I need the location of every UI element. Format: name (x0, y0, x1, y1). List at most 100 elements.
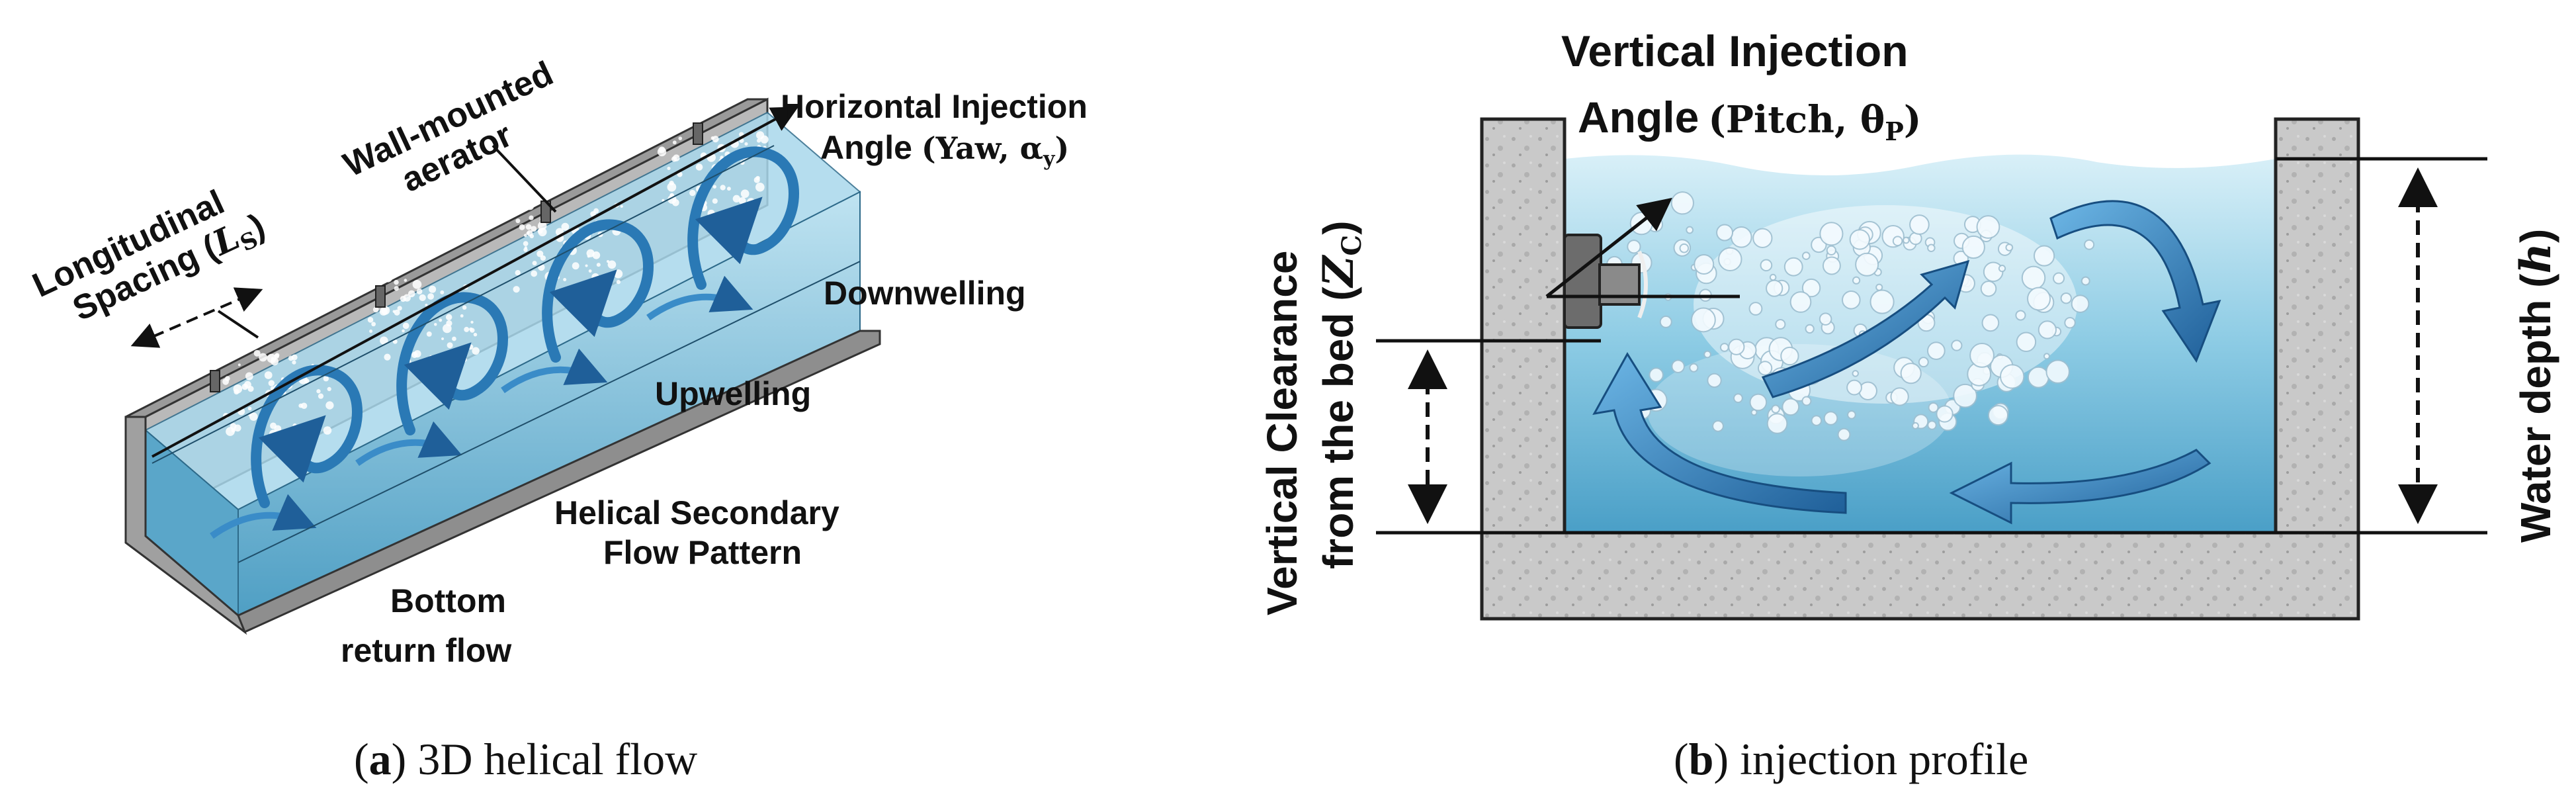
bubble (380, 336, 388, 345)
bubble (1733, 393, 1743, 404)
bubble (538, 227, 547, 237)
bubble (710, 136, 714, 140)
spacing-dim-arrow (130, 287, 263, 348)
bubble (232, 354, 236, 359)
bubble (269, 429, 278, 439)
helix-arrow (542, 219, 654, 363)
return-flow-arrow (355, 421, 462, 467)
bubble (394, 309, 400, 316)
bubble (2038, 320, 2057, 339)
bubble (587, 255, 591, 258)
bubble (515, 218, 521, 224)
bubble (1969, 343, 1995, 368)
bubble (1961, 235, 1985, 259)
bubble (523, 241, 529, 247)
bubble (460, 314, 464, 318)
bubble (429, 285, 437, 293)
bottom-return-label-1: Bottom (390, 582, 506, 619)
bubble (318, 393, 324, 399)
bubble (563, 278, 567, 282)
bubble (259, 353, 267, 362)
bubble (473, 332, 478, 337)
bubble (323, 376, 329, 382)
bubble (529, 215, 534, 220)
longitudinal-leader (217, 310, 259, 339)
bubble (732, 195, 741, 203)
bubble (1981, 314, 2000, 332)
bubble (234, 389, 239, 395)
bubble (588, 269, 592, 273)
bubble (384, 353, 391, 361)
bubble (437, 356, 446, 365)
bubble (1926, 341, 1946, 361)
bubble (372, 306, 379, 313)
caption-b: (b) injection profile (1674, 734, 2028, 784)
bubble (234, 424, 241, 432)
bubble (689, 189, 696, 197)
tank-left-wall (1480, 117, 1567, 535)
bubble (1936, 405, 1953, 423)
water-depth-label: Water depth (h) (2511, 229, 2561, 543)
bubble (2045, 359, 2070, 384)
bubble (1819, 222, 1844, 246)
bubble (1909, 214, 1930, 235)
bubble (1679, 243, 1690, 253)
bubble (537, 250, 544, 257)
vertical-angle-label-1: Vertical Injection (1561, 26, 1909, 75)
bubble (292, 423, 297, 428)
bubble (394, 279, 399, 285)
bubble (427, 293, 435, 300)
bubble (461, 357, 467, 363)
return-flow-arrow (210, 494, 317, 539)
bubble (756, 138, 761, 143)
bubble (426, 331, 432, 337)
bubble (525, 224, 532, 230)
aerator-nozzle (693, 122, 703, 145)
bottom-return-label-2: return flow (341, 632, 511, 669)
panel-b-tank (1480, 117, 2360, 621)
bubble (1748, 302, 1763, 316)
bubble (531, 226, 537, 232)
bubble (572, 262, 580, 270)
bubble (1712, 420, 1724, 432)
bubble (271, 357, 279, 366)
bubble (311, 421, 315, 425)
bubble (2081, 276, 2090, 286)
helix-arrow (687, 146, 799, 290)
bubble (439, 318, 443, 322)
bubble (2027, 287, 2051, 311)
bubble (384, 274, 392, 283)
bubble (1849, 229, 1871, 250)
bubble (408, 290, 415, 298)
bubble (1953, 383, 1977, 408)
tank-right-wall (2274, 117, 2360, 535)
tank-floor (1480, 531, 2360, 621)
bubble (1718, 247, 1742, 272)
bubble (1659, 315, 1672, 328)
bubble (1780, 346, 1799, 366)
bubble (1980, 280, 1997, 297)
left-upward-arrow (1592, 352, 1847, 514)
bubble (532, 261, 537, 266)
bubble (1852, 276, 1861, 285)
bubble (753, 177, 760, 183)
bubble (513, 286, 520, 293)
bubble (1927, 420, 1937, 430)
bubble (404, 279, 408, 282)
bubble (1875, 283, 1883, 291)
horizontal-angle-label-2: Angle(Yaw, αy) (820, 129, 1069, 171)
tank-water (1565, 154, 2276, 533)
bubble (402, 322, 409, 330)
bubble (1686, 226, 1694, 234)
bubble (381, 306, 390, 315)
horizontal-angle-label-1: Horizontal Injection (781, 88, 1088, 125)
bubble (613, 269, 623, 279)
bubble (253, 349, 261, 357)
return-flow-arrow (646, 275, 753, 321)
upwelling-label: Upwelling (655, 375, 811, 412)
bubble (1847, 410, 1856, 420)
panel-a-channel (124, 97, 881, 635)
clearance-label-1: Vertical Clearance (1258, 251, 1306, 615)
bubble (1707, 373, 1722, 388)
bubble (585, 264, 588, 267)
